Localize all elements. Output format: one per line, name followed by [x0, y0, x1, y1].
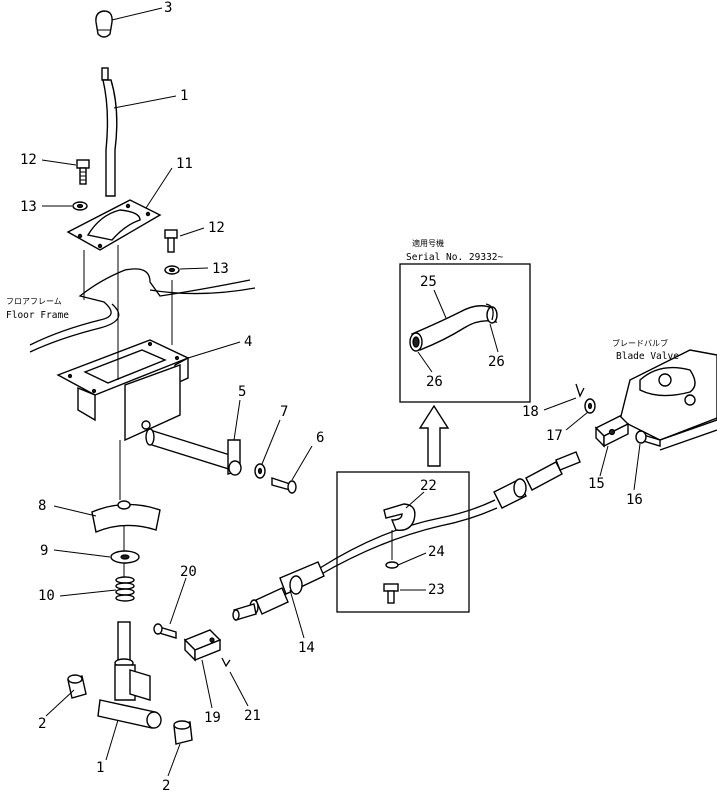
callout-26: 26 [426, 374, 443, 390]
spring-10 [115, 576, 135, 602]
washer-17 [584, 398, 596, 414]
callout-17: 17 [546, 428, 563, 444]
callout-2: 2 [162, 778, 170, 794]
clevis-15 [594, 415, 630, 448]
bolt-12-right [164, 229, 178, 253]
bolt-6 [271, 477, 297, 494]
callout-2: 2 [38, 716, 46, 732]
push-pull-cable-14 [232, 451, 581, 621]
callout-12: 12 [20, 152, 37, 168]
callout-14: 14 [298, 640, 315, 656]
callout-22: 22 [420, 478, 437, 494]
callout-13: 13 [20, 199, 37, 215]
bolt-20 [153, 623, 177, 639]
callout-1: 1 [180, 88, 188, 104]
floor-frame-label-en: Floor Frame [6, 310, 69, 321]
callout-12: 12 [208, 220, 225, 236]
callout-19: 19 [204, 710, 221, 726]
blade-valve-label-en: Blade Valve [616, 351, 679, 362]
callout-9: 9 [40, 543, 48, 559]
boot-cover-8 [91, 500, 161, 533]
hose-detail-box [399, 263, 531, 403]
clamp-detail-box [336, 471, 470, 613]
shift-lever-rod [101, 67, 118, 197]
callout-3: 3 [164, 0, 172, 16]
blade-valve [619, 349, 717, 451]
callout-25: 25 [420, 274, 437, 290]
callout-18: 18 [522, 404, 539, 420]
console-frame-4 [56, 339, 190, 442]
callout-1: 1 [96, 760, 104, 776]
bolt-12-left [76, 159, 90, 185]
callout-16: 16 [626, 492, 643, 508]
callout-11: 11 [176, 156, 193, 172]
callout-7: 7 [280, 404, 288, 420]
lever-knob [95, 10, 113, 38]
callout-4: 4 [244, 334, 252, 350]
callout-10: 10 [38, 588, 55, 604]
gate-plate-11 [66, 199, 162, 251]
detail-arrow [418, 404, 450, 467]
washer-13-right [164, 265, 180, 275]
bushing-2-right [173, 720, 193, 745]
callout-15: 15 [588, 476, 605, 492]
callout-13: 13 [212, 261, 229, 277]
washer-7 [254, 463, 266, 479]
callout-23: 23 [428, 582, 445, 598]
blade-valve-label-jp: ブレードバルブ [612, 338, 668, 348]
callout-24: 24 [428, 544, 445, 560]
callout-6: 6 [316, 430, 324, 446]
pin-16 [635, 430, 661, 447]
lower-lever-1 [97, 621, 162, 729]
cotter-pin-18 [575, 383, 585, 398]
clevis-block-19 [183, 629, 222, 662]
leader-lines [41, 7, 641, 777]
floor-frame-label-jp: フロアフレーム [6, 297, 62, 306]
cotter-pin-21 [221, 657, 231, 668]
callout-5: 5 [238, 384, 246, 400]
callout-26: 26 [488, 354, 505, 370]
serial-label-en: Serial No. 29332~ [406, 252, 504, 263]
callout-8: 8 [38, 498, 46, 514]
washer-9 [110, 550, 140, 564]
callout-21: 21 [244, 708, 261, 724]
washer-13-left [72, 201, 88, 211]
bushing-2-left [67, 674, 87, 699]
serial-label-jp: 適用号機 [412, 238, 444, 248]
shaft-bracket-5 [145, 428, 242, 476]
callout-20: 20 [180, 564, 197, 580]
